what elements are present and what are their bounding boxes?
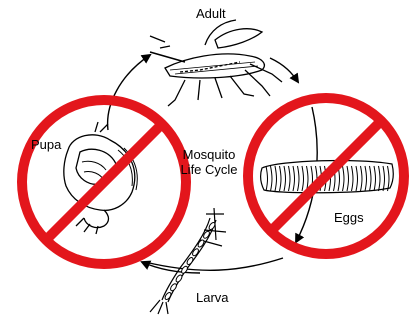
diagram-title: Mosquito Life Cycle [176,147,242,177]
stage-label-adult: Adult [196,6,226,21]
stage-label-larva: Larva [196,290,229,305]
diagram-title-line1: Mosquito [176,147,242,162]
arrow-adult-to-eggs [270,58,298,82]
diagram-title-line2: Life Cycle [176,162,242,177]
no-symbol-icon [22,100,186,264]
stage-label-pupa: Pupa [31,137,61,152]
arrow-larva-to-pupa [145,258,283,270]
mosquito-adult-icon [150,20,282,106]
arrow-pupa-to-adult [108,55,150,130]
stage-label-eggs: Eggs [334,210,364,225]
